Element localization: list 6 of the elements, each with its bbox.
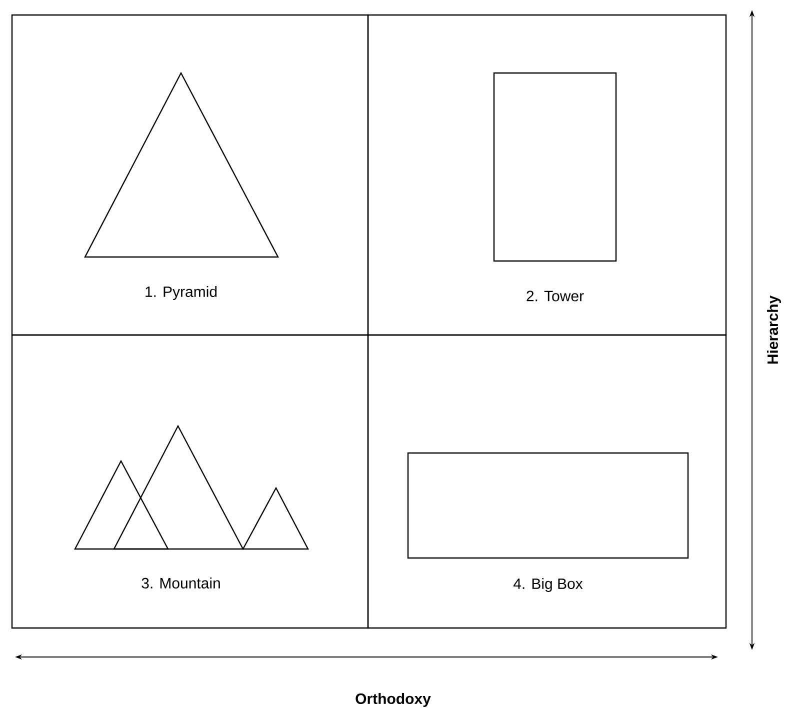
axis-label: Hierarchy [767,296,781,364]
axis-label: Orthodoxy [356,693,431,707]
quadrant-cell: 3. Mountain [11,334,369,629]
quadrant-cell: 1. Pyramid [11,14,369,336]
quadrant-cell: 4. Big Box [367,334,727,629]
quadrant-cell: 2. Tower [367,14,727,336]
